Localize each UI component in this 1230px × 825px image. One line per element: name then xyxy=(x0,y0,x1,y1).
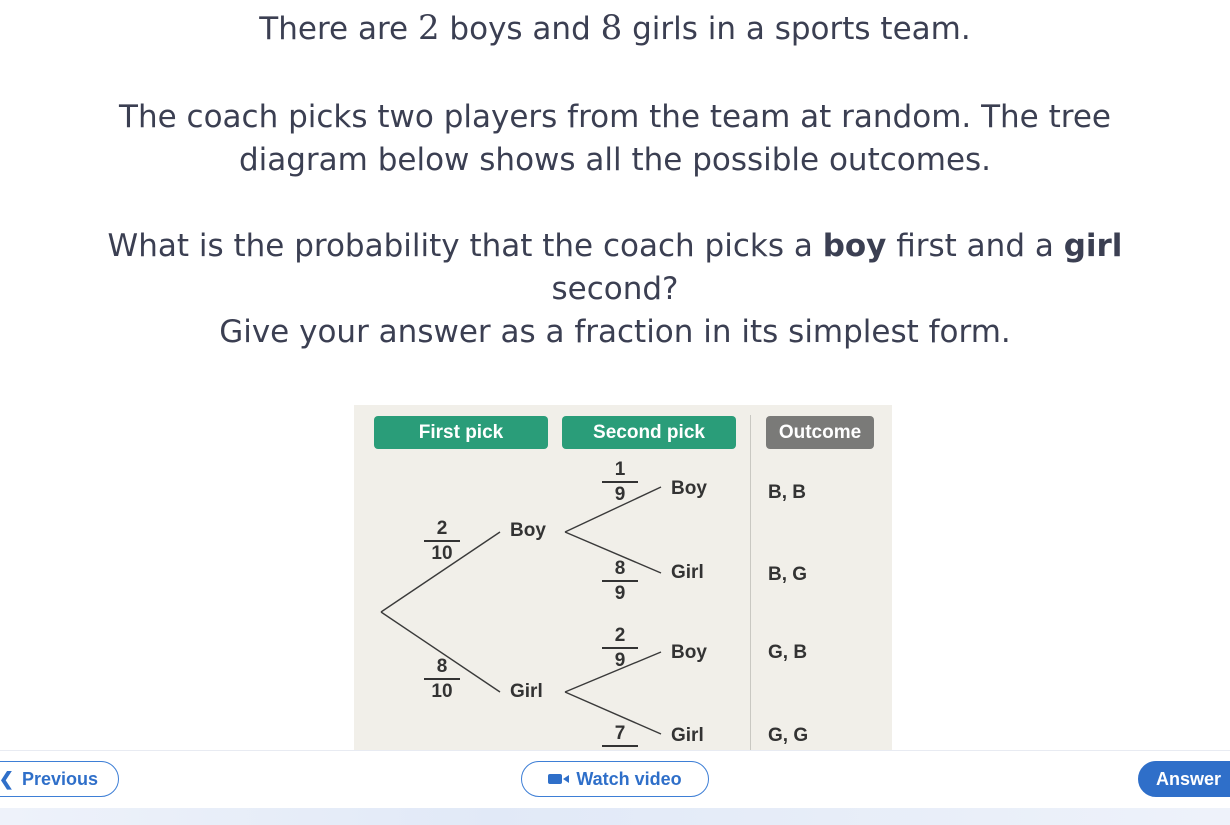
tree-diagram: First pick Second pick Outcome 2 10 8 10… xyxy=(354,405,892,750)
question-text: What is the probability that the coach p… xyxy=(107,228,823,264)
answer-button[interactable]: Answer xyxy=(1138,761,1230,797)
prob-boy-then-girl: 8 9 xyxy=(602,558,638,604)
denominator: 9 xyxy=(614,650,626,671)
prob-girl-then-girl: 7 9 xyxy=(602,723,638,750)
question-text: first and a xyxy=(886,228,1064,264)
label-second-girl-1: Girl xyxy=(671,562,704,583)
denominator: 10 xyxy=(431,681,453,702)
label-second-boy-2: Boy xyxy=(671,642,707,663)
numerator: 8 xyxy=(602,558,638,582)
question-line-6: Give your answer as a fraction in its si… xyxy=(219,314,1011,350)
outcome-bg: B, G xyxy=(768,564,808,585)
watch-video-label: Watch video xyxy=(576,768,682,789)
chevron-left-icon: ❮ xyxy=(0,768,15,789)
prob-first-girl: 8 10 xyxy=(424,656,460,702)
label-second-boy-1: Boy xyxy=(671,478,707,499)
branch-girl-girl xyxy=(564,691,662,735)
denominator: 9 xyxy=(602,747,638,750)
boys-count: 2 xyxy=(417,8,440,48)
question-line-5: second? xyxy=(551,271,679,307)
branch-boy-girl xyxy=(564,531,662,574)
question-line-4: What is the probability that the coach p… xyxy=(0,228,1230,264)
previous-button[interactable]: ❮ Previous xyxy=(0,761,119,797)
emphasis-girl: girl xyxy=(1063,228,1123,264)
label-first-girl: Girl xyxy=(510,681,543,702)
question-line-2: The coach picks two players from the tea… xyxy=(119,99,1111,135)
denominator: 9 xyxy=(614,583,626,604)
branch-boy-boy xyxy=(564,486,662,533)
question-line-3: diagram below shows all the possible out… xyxy=(238,142,992,178)
numerator: 1 xyxy=(602,459,638,483)
header-outcome: Outcome xyxy=(766,416,874,449)
emphasis-boy: boy xyxy=(822,228,887,264)
branch-girl-boy xyxy=(564,651,662,693)
video-camera-icon xyxy=(548,774,570,784)
denominator: 10 xyxy=(431,543,453,564)
tree-branches xyxy=(380,486,662,735)
numerator: 2 xyxy=(602,625,638,649)
question-text: girls in a sports team. xyxy=(622,11,971,47)
numerator: 2 xyxy=(424,518,460,542)
numerator: 7 xyxy=(602,723,638,747)
girls-count: 8 xyxy=(600,8,623,48)
bottom-navigation-bar: ❮ Previous Watch video Answer xyxy=(0,750,1230,809)
outcome-divider xyxy=(750,415,751,750)
denominator: 9 xyxy=(614,484,626,505)
outcome-gb: G, B xyxy=(768,642,808,663)
question-line-1: There are 2 boys and 8 girls in a sports… xyxy=(0,8,1230,48)
bottom-strip xyxy=(0,808,1230,825)
label-second-girl-2: Girl xyxy=(671,725,704,746)
label-first-boy: Boy xyxy=(510,520,546,541)
watch-video-button[interactable]: Watch video xyxy=(521,761,709,797)
question-text: boys and xyxy=(439,11,601,47)
previous-label: Previous xyxy=(22,768,99,789)
outcome-bb: B, B xyxy=(768,482,806,503)
branch-first-boy xyxy=(380,531,501,613)
question-text: There are xyxy=(259,11,418,47)
numerator: 8 xyxy=(424,656,460,680)
header-second-pick: Second pick xyxy=(562,416,736,449)
prob-boy-then-boy: 1 9 xyxy=(602,459,638,505)
branch-first-girl xyxy=(380,611,501,693)
outcome-gg: G, G xyxy=(768,725,809,746)
header-first-pick: First pick xyxy=(374,416,548,449)
prob-girl-then-boy: 2 9 xyxy=(602,625,638,671)
prob-first-boy: 2 10 xyxy=(424,518,460,564)
answer-label: Answer xyxy=(1156,768,1222,789)
